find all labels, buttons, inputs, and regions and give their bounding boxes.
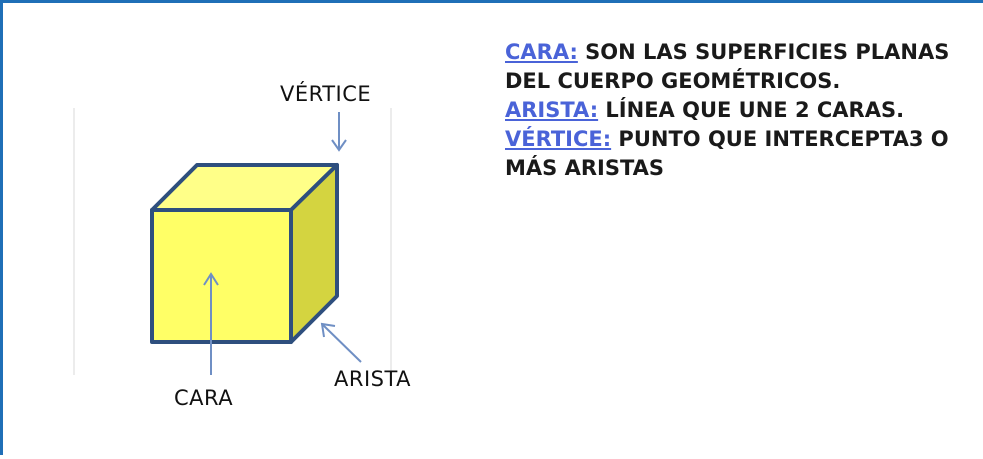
face-arrow — [203, 272, 219, 375]
cube-diagram: VÉRTICE CARA ARISTA — [73, 82, 412, 410]
definition-term-edge: ARISTA: — [505, 98, 599, 122]
edge-label: ARISTA — [334, 367, 412, 391]
definition-term-face: CARA: — [505, 40, 578, 64]
face-label: CARA — [174, 386, 234, 410]
vertex-arrow — [331, 112, 347, 152]
cube-diagram-svg — [73, 108, 392, 375]
definition-vertex: VÉRTICE: PUNTO QUE INTERCEPTA3 O MÁS ARI… — [505, 125, 965, 183]
vertex-label: VÉRTICE — [280, 82, 372, 106]
definition-face: CARA: SON LAS SUPERFICIES PLANAS DEL CUE… — [505, 38, 965, 96]
definition-text-face: SON LAS SUPERFICIES PLANAS DEL CUERPO GE… — [505, 40, 950, 93]
definition-text-vertex: PUNTO QUE INTERCEPTA3 O MÁS ARISTAS — [505, 127, 949, 180]
definitions-block: CARA: SON LAS SUPERFICIES PLANAS DEL CUE… — [505, 38, 965, 183]
cube-front-face — [150, 208, 293, 344]
definition-term-vertex: VÉRTICE: — [505, 127, 612, 151]
definition-edge: ARISTA: LÍNEA QUE UNE 2 CARAS. — [505, 96, 965, 125]
definition-text-edge: LÍNEA QUE UNE 2 CARAS. — [598, 98, 905, 122]
edge-arrow — [320, 322, 362, 363]
